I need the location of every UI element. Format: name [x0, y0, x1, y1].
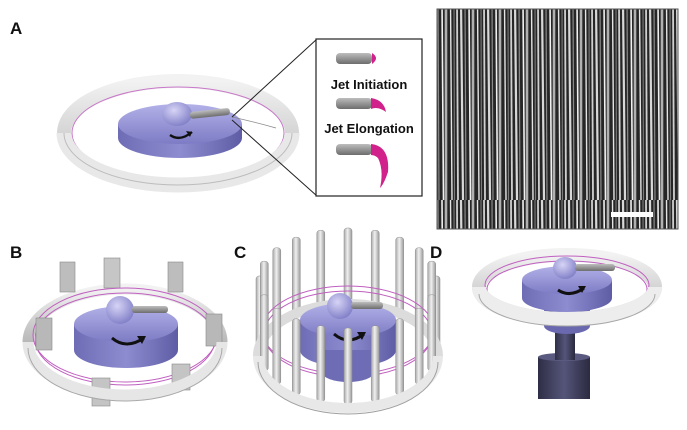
spinneret-needle: [132, 306, 168, 313]
jet-inset-box: [315, 38, 423, 197]
panel-b-apparatus: [22, 257, 228, 407]
spinneret-needle: [351, 302, 383, 309]
collector-post: [370, 230, 380, 311]
collector-plate: [59, 261, 76, 293]
reservoir-ball: [553, 257, 577, 279]
collector-post: [316, 230, 326, 311]
collector-plate: [167, 261, 184, 293]
needle-jet-elongation-icon: [336, 144, 389, 188]
panel-c-apparatus: [253, 227, 443, 415]
spinneret-needle: [575, 264, 615, 271]
scale-bar: [611, 212, 653, 217]
jet-initiation-label: Jet Initiation: [331, 77, 408, 92]
collector-posts-front: [260, 294, 436, 405]
collector-post: [343, 327, 353, 405]
collector-post: [272, 307, 282, 385]
panel-label-d: D: [430, 243, 442, 262]
collector-post: [292, 318, 301, 396]
reservoir-ball: [162, 102, 192, 126]
collector-post: [292, 236, 301, 318]
inset-callout: Jet Initiation Jet Elongation: [231, 38, 423, 197]
spinneret-needle: [189, 108, 230, 119]
jet-elongation-label: Jet Elongation: [324, 121, 414, 136]
reservoir-ball: [327, 293, 353, 319]
collector-post: [316, 325, 326, 402]
needle-jet-initiation-icon: [336, 98, 386, 112]
collector-post: [414, 307, 424, 385]
needle-straight-icon: [336, 53, 376, 64]
panel-label-b: B: [10, 243, 22, 262]
panel-d-apparatus: [472, 248, 662, 399]
collector-plate: [103, 257, 121, 289]
sem-fiber-image: [436, 8, 679, 230]
collector-post: [370, 325, 380, 402]
collector-post: [395, 236, 404, 318]
panel-label-a: A: [10, 19, 22, 38]
reservoir-ball: [106, 296, 134, 324]
stand-base: [538, 357, 590, 399]
panel-label-c: C: [234, 243, 246, 262]
panel-a-apparatus: [56, 74, 300, 193]
collector-plate: [35, 317, 53, 351]
collector-post: [395, 318, 404, 396]
collector-plate: [205, 313, 223, 347]
